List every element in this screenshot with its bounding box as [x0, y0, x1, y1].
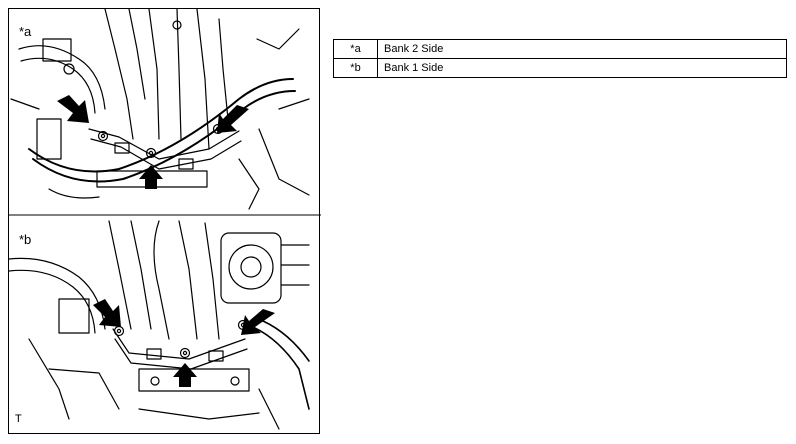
legend-key: *b [333, 58, 378, 78]
table-row: *a Bank 2 Side [333, 39, 787, 59]
arrow-icon [57, 95, 89, 123]
legend-key: *a [333, 39, 378, 59]
legend-value: Bank 1 Side [377, 58, 787, 78]
arrow-icon [93, 299, 121, 327]
table-row: *b Bank 1 Side [333, 58, 787, 78]
arrow-icon [241, 309, 275, 335]
illustration-frame: *a *b T [8, 8, 321, 434]
panel-b-drawing [9, 220, 310, 430]
panel-a-label: *a [19, 24, 32, 39]
corner-label: T [15, 413, 22, 425]
legend-table: *a Bank 2 Side *b Bank 1 Side [333, 39, 787, 78]
arrow-icon [217, 105, 249, 133]
arrow-icon [139, 165, 163, 189]
legend-value: Bank 2 Side [377, 39, 787, 59]
panel-a-drawing [10, 9, 310, 210]
panel-b-label: *b [19, 232, 32, 247]
arrow-icon [173, 363, 197, 387]
engine-illustration [9, 9, 321, 430]
